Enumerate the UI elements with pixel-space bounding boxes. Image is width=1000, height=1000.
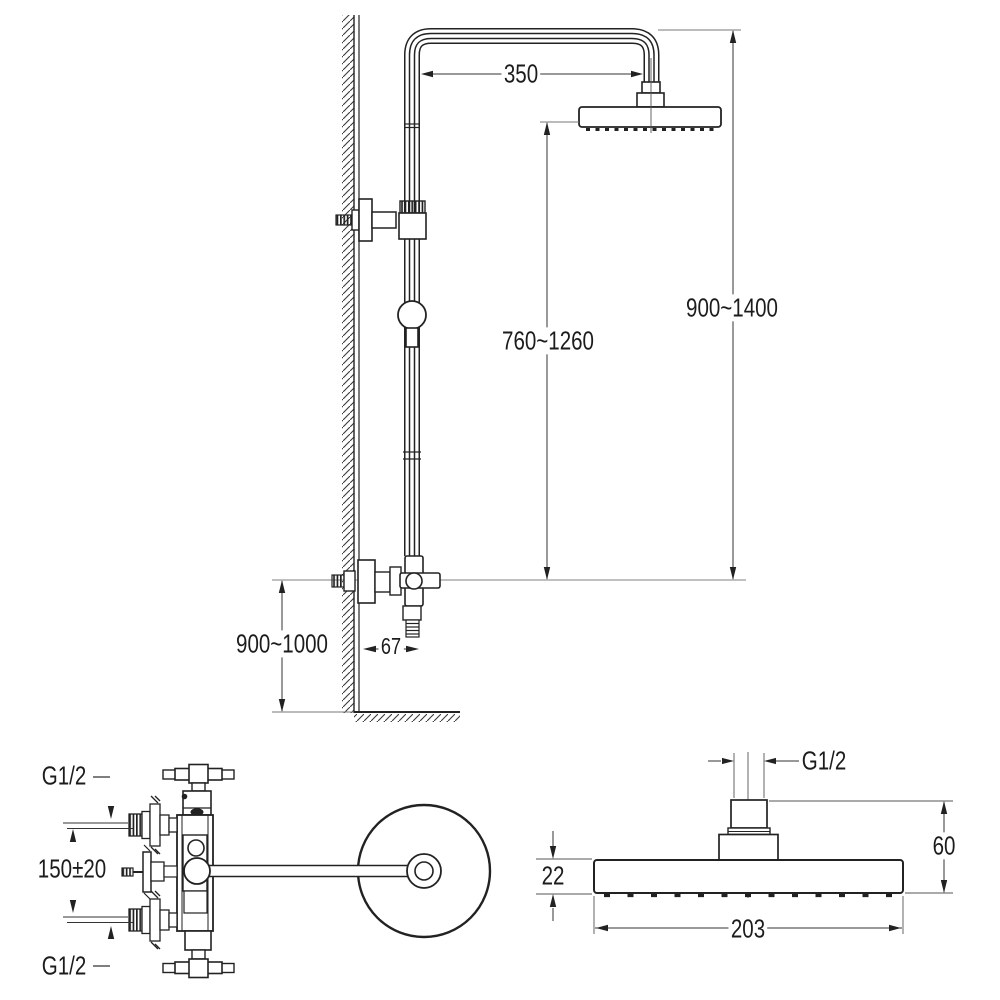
dimension-head-thickness: [536, 831, 592, 921]
dim-handshower-height-label: 760~1260: [499, 327, 597, 355]
hose-outlet: [402, 605, 422, 621]
shower-head-top-view: [183, 803, 492, 939]
wall-bracket: [335, 198, 427, 242]
dim-inlet-spacing-label: 150±20: [35, 855, 109, 883]
upper-inlet: [128, 795, 178, 855]
dimension-connector-thread: [708, 753, 799, 798]
dim-top-inlet-thread-label: G1/2: [39, 762, 89, 790]
dim-head-width-label: 203: [728, 915, 768, 943]
middle-connection: [121, 844, 178, 900]
overhead-shower-main: [578, 58, 722, 133]
dim-bottom-inlet-thread-label: G1/2: [39, 952, 89, 980]
mixer-valve-main: [331, 555, 441, 638]
cross-handle-hub: [405, 572, 423, 590]
dim-valve-offset-label: 67: [378, 634, 404, 658]
dimension-connector-height: [769, 800, 953, 894]
valve-front-view: [121, 763, 235, 979]
riser-and-arm-tube: [403, 28, 660, 556]
dim-connector-thread-label: G1/2: [799, 747, 849, 775]
dim-connector-height-label: 60: [930, 832, 958, 860]
dimension-inlet-spacing: [63, 776, 133, 967]
dim-head-thickness-label: 22: [539, 862, 567, 890]
dim-valve-height-label: 900~1000: [233, 630, 331, 658]
lower-inlet: [128, 890, 178, 950]
valve-front-hub: [183, 857, 211, 885]
dim-overall-height-label: 900~1400: [683, 294, 781, 322]
handshower-holder: [397, 300, 427, 348]
floor-section: [272, 711, 460, 722]
outlet-threads: [405, 619, 420, 638]
wall-section: [342, 15, 360, 713]
dim-arm-length-label: 350: [501, 60, 541, 88]
shower-head-side-view: [593, 752, 904, 898]
pipe-joint-ticks: [403, 123, 421, 460]
